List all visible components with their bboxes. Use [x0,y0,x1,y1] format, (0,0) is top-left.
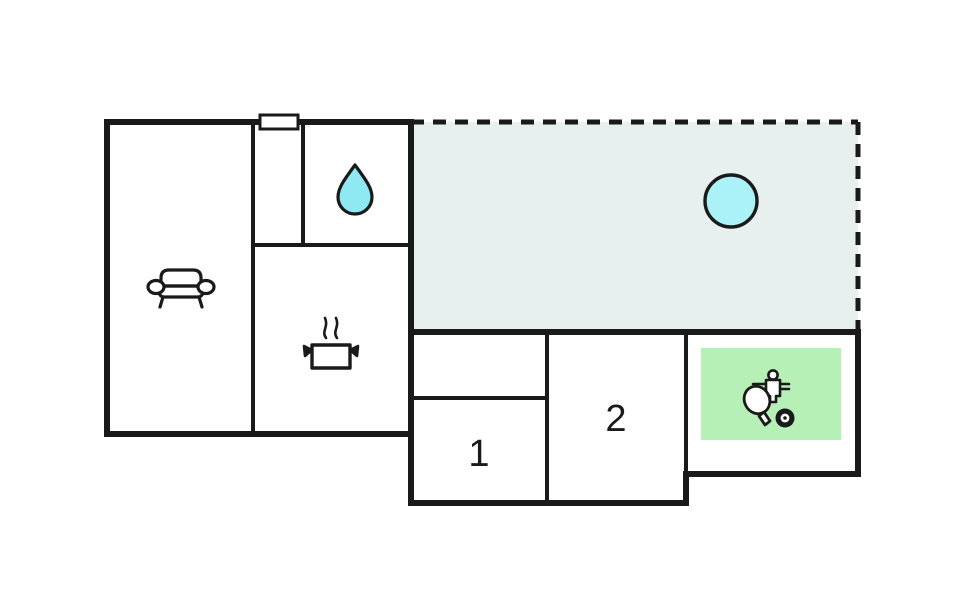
water-drop-icon [336,163,374,216]
room-fill-living-room [107,122,253,434]
terrace-dashed-boundary [411,119,861,332]
bedroom-1-number: 1 [468,433,489,475]
sofa-icon [146,268,216,309]
interior-walls [251,120,688,505]
room-fill-bedroom-2 [547,332,686,503]
room-fill-terrace [411,122,858,332]
games-icon [742,369,795,428]
room-fill-hallway [411,332,547,398]
front-door[interactable] [258,113,300,131]
room-fill-kitchen [253,245,411,434]
bedroom-2-number: 2 [605,398,626,440]
hot-tub-icon [703,173,759,229]
room-fill-entrance-hall [253,122,303,245]
cooking-pot-icon [302,316,360,370]
room-fill-bedroom-1 [411,398,547,503]
